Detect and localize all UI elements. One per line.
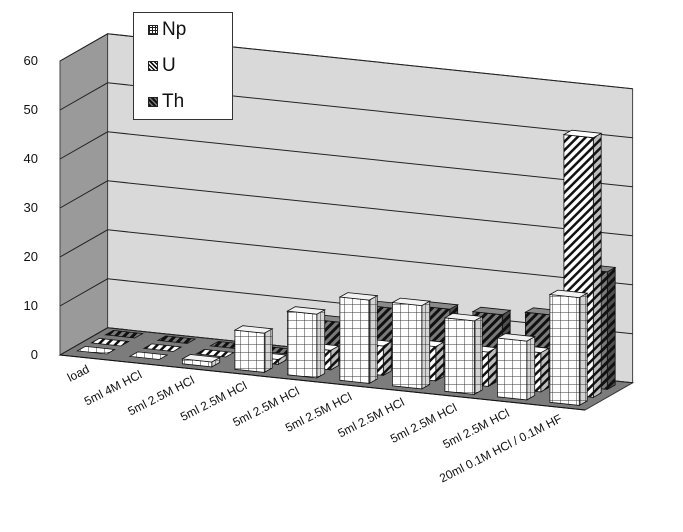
bar-np — [338, 292, 379, 385]
x-tick-label: load — [65, 362, 92, 385]
bar-front — [286, 310, 318, 379]
bar-top — [233, 325, 274, 334]
bar-top — [195, 348, 235, 358]
bar-np — [233, 325, 274, 374]
bar-top — [76, 345, 116, 355]
bar-side — [606, 266, 616, 391]
bar-top — [156, 335, 197, 344]
bar-side — [592, 132, 602, 399]
bar-top — [181, 354, 221, 363]
gridlines — [59, 33, 633, 384]
gridline — [59, 229, 633, 286]
y-tick-label: 30 — [24, 200, 38, 215]
bar-top — [562, 129, 603, 139]
bar-top — [286, 306, 326, 315]
bar-u — [195, 348, 235, 358]
bar-side — [368, 295, 378, 385]
legend-label-th: Th — [162, 91, 185, 112]
legend-item-np: Np — [148, 17, 186, 43]
legend: Np U Th — [133, 12, 233, 120]
bar-np — [286, 306, 326, 379]
bar-th — [156, 335, 197, 344]
bar-top — [90, 337, 130, 347]
bar-front — [496, 337, 528, 401]
bar-top — [128, 351, 169, 360]
bar-np — [496, 333, 536, 401]
bar-u — [90, 337, 130, 347]
bar-u — [142, 343, 183, 352]
bar-side — [526, 336, 536, 401]
legend-swatch-np — [148, 25, 158, 35]
bar-top — [391, 297, 431, 307]
bar-front — [549, 294, 580, 406]
bar-np — [443, 312, 484, 396]
legend-swatch-th — [148, 97, 158, 107]
bar-front — [234, 329, 265, 373]
bar-side — [316, 309, 326, 379]
bar-np — [391, 297, 431, 390]
legend-swatch-u — [148, 61, 158, 71]
bar-front — [444, 317, 475, 395]
bar-top — [142, 343, 183, 352]
legend-item-u: U — [148, 53, 176, 79]
bar-top — [338, 292, 379, 301]
bar-side — [435, 341, 445, 382]
bar-np — [548, 289, 589, 407]
bar-front — [339, 296, 370, 384]
bar-top — [548, 289, 589, 299]
bars — [76, 129, 617, 407]
legend-label-np: Np — [162, 19, 187, 40]
y-tick-label: 20 — [24, 249, 38, 264]
y-tick-label: 60 — [24, 53, 38, 68]
bar-np — [128, 351, 169, 360]
gridline — [59, 82, 633, 139]
bar-side — [382, 340, 392, 377]
bar-top — [443, 312, 484, 322]
bar-top — [496, 333, 536, 342]
bar-side — [540, 347, 550, 393]
y-tick-label: 50 — [24, 102, 38, 117]
y-tick-label: 0 — [31, 347, 38, 362]
legend-item-th: Th — [148, 89, 184, 115]
bar-top — [104, 329, 144, 339]
y-tick-label: 40 — [24, 151, 38, 166]
bar-side — [473, 315, 483, 396]
x-axis-line — [59, 354, 586, 411]
gridline — [59, 131, 633, 188]
bar-side — [578, 292, 588, 407]
bar-np — [76, 345, 116, 355]
bar-np — [181, 354, 221, 368]
bar-side — [263, 328, 273, 374]
bar-th — [104, 329, 144, 339]
gridline — [59, 180, 633, 237]
y-tick-label: 10 — [24, 298, 38, 313]
legend-label-u: U — [162, 55, 176, 76]
bar-top — [471, 306, 512, 316]
bar-side — [421, 300, 431, 390]
bar-side — [487, 347, 497, 388]
gridline — [59, 33, 633, 90]
y-axis: 0 10 20 30 40 50 60 — [24, 53, 38, 362]
bar-front — [391, 302, 423, 390]
